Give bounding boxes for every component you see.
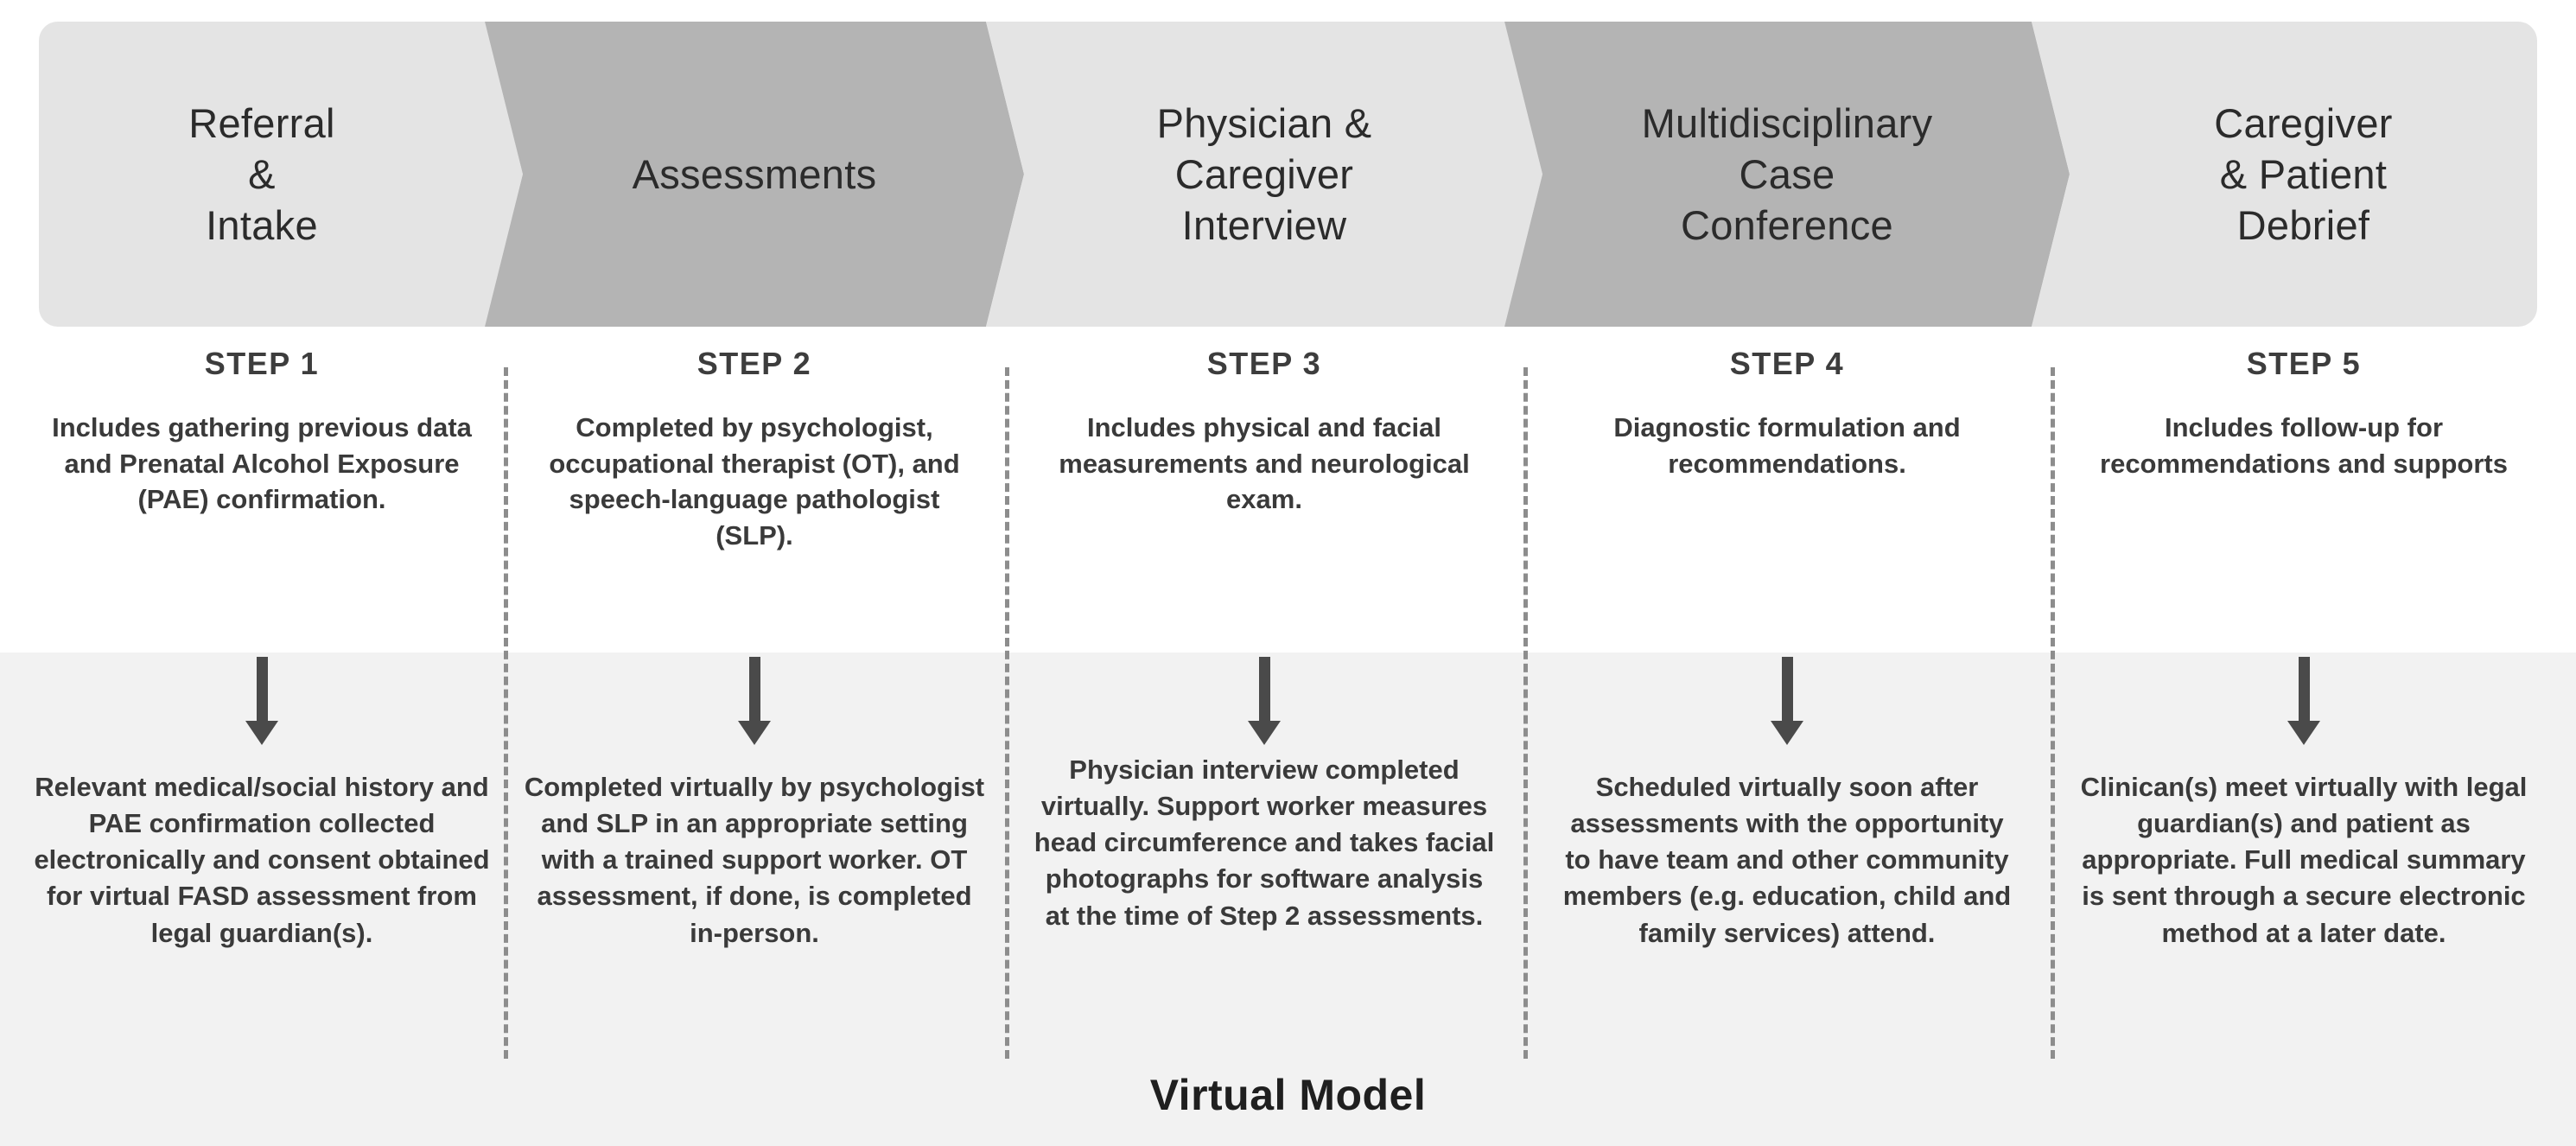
column-divider-1	[504, 367, 508, 1059]
step-description: Includes gathering previous data and Pre…	[52, 412, 472, 515]
step-label: STEP 2	[696, 346, 812, 381]
step-column-3: STEP 3 Includes physical and facial meas…	[1014, 346, 1514, 518]
arrow-column-3	[1014, 657, 1514, 723]
stage-banner: Referral&Intake Assessments Physician &C…	[39, 22, 2537, 327]
virtual-description-4: Scheduled virtually soon after assessmen…	[1562, 772, 2012, 948]
step-label: STEP 1	[204, 346, 320, 381]
virtual-description-5: Clinican(s) meet virtually with legal gu…	[2080, 772, 2528, 948]
virtual-description-1: Relevant medical/social history and PAE …	[34, 772, 490, 948]
step-description: Diagnostic formulation and recommendatio…	[1613, 412, 1961, 479]
step-description: Includes physical and facial measurement…	[1059, 412, 1470, 515]
step-label: STEP 5	[2246, 346, 2362, 381]
arrow-column-2	[505, 657, 1004, 723]
column-divider-3	[1523, 367, 1528, 1059]
down-arrow-icon	[1781, 657, 1793, 723]
down-arrow-icon	[1258, 657, 1270, 723]
step-column-4: STEP 4 Diagnostic formulation and recomm…	[1537, 346, 2037, 481]
stage-label-1: Referral&Intake	[188, 99, 335, 249]
stage-chevron-1[interactable]: Referral&Intake	[39, 22, 523, 327]
step-label: STEP 3	[1206, 346, 1322, 381]
virtual-description-2: Completed virtually by psychologist and …	[524, 772, 985, 948]
column-divider-4	[2051, 367, 2055, 1059]
step-description: Completed by psychologist, occupational …	[549, 412, 960, 551]
step-column-2: STEP 2 Completed by psychologist, occupa…	[505, 346, 1004, 553]
step-column-5: STEP 5 Includes follow-up for recommenda…	[2054, 346, 2554, 481]
arrow-column-4	[1537, 657, 2037, 723]
column-divider-2	[1005, 367, 1009, 1059]
down-arrow-icon	[2298, 657, 2310, 723]
step-column-1: STEP 1 Includes gathering previous data …	[12, 346, 512, 518]
arrow-column-1	[12, 657, 512, 723]
virtual-model-band	[0, 653, 2576, 1146]
down-arrow-icon	[748, 657, 760, 723]
step-label: STEP 4	[1729, 346, 1845, 381]
stage-label-2: Assessments	[632, 150, 877, 197]
stage-chevron-2[interactable]: Assessments	[485, 22, 1024, 327]
down-arrow-icon	[256, 657, 268, 723]
diagram-title: Virtual Model	[1149, 1071, 1427, 1119]
step-description: Includes follow-up for recommendations a…	[2100, 412, 2508, 479]
virtual-description-3: Physician interview completed virtually.…	[1034, 754, 1495, 931]
arrow-column-5	[2054, 657, 2554, 723]
